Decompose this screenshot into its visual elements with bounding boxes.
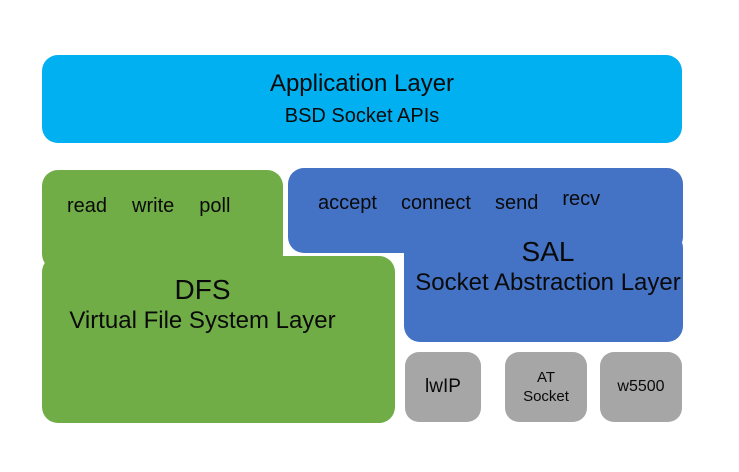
- api-send-label: send: [495, 192, 539, 214]
- impl-box-w5500: w5500: [600, 352, 682, 422]
- api-poll-label: poll: [199, 195, 231, 217]
- lwip-label: lwIP: [425, 376, 461, 397]
- at-socket-label: AT Socket: [523, 369, 569, 405]
- dfs-layer-shape-body: [42, 256, 395, 423]
- w5500-label: w5500: [617, 378, 665, 395]
- application-layer-title: Application Layer: [269, 70, 455, 97]
- api-read-label: read: [67, 195, 108, 217]
- impl-box-lwip: lwIP: [405, 352, 481, 422]
- api-recv-label: recv: [562, 188, 601, 210]
- api-accept-label: accept: [318, 192, 377, 214]
- sal-api-row: accept connect send recv: [318, 188, 600, 215]
- impl-box-at-socket: AT Socket: [505, 352, 587, 422]
- api-write-label: write: [132, 195, 175, 217]
- sal-layer-caption: SAL Socket Abstraction Layer: [408, 236, 688, 298]
- sal-acronym: SAL: [521, 236, 575, 267]
- dfs-layer-name: Virtual File System Layer: [69, 307, 336, 334]
- dfs-api-row: read write poll: [67, 195, 230, 218]
- sal-layer-name: Socket Abstraction Layer: [415, 269, 681, 296]
- dfs-layer-caption: DFS Virtual File System Layer: [50, 274, 355, 336]
- api-connect-label: connect: [400, 192, 471, 214]
- application-layer-box: Application Layer BSD Socket APIs: [42, 55, 682, 143]
- bsd-socket-apis-label: BSD Socket APIs: [284, 105, 440, 127]
- sal-layer-shape-body: [404, 232, 683, 342]
- dfs-acronym: DFS: [174, 274, 231, 305]
- dfs-layer-shape-top: [42, 170, 283, 270]
